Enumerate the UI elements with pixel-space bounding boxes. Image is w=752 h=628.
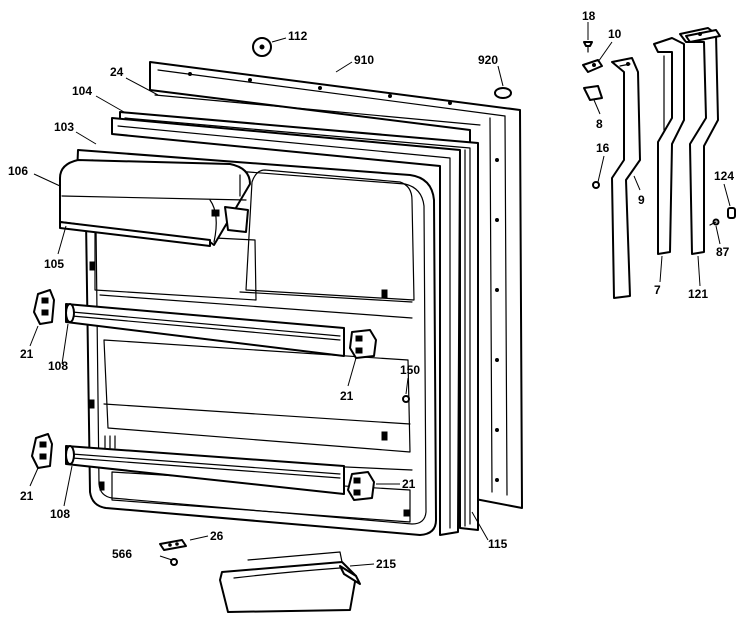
hinge-7 xyxy=(653,37,685,255)
shelf-bar-108-lower xyxy=(65,445,345,495)
label-910: 910 xyxy=(354,53,374,67)
bracket-21-lower-right xyxy=(347,471,375,501)
label-112: 112 xyxy=(288,29,308,43)
dairy-door-106 xyxy=(59,159,251,247)
label-9: 9 xyxy=(638,193,645,207)
shelf-bar-108-upper xyxy=(65,303,345,357)
bracket-21-upper-right xyxy=(349,329,377,359)
label-121: 121 xyxy=(688,287,708,301)
label-87: 87 xyxy=(716,245,730,259)
label-105: 105 xyxy=(44,257,64,271)
block-8 xyxy=(583,85,603,101)
part-labels: 112 910 920 24 104 103 106 105 21 108 21… xyxy=(8,9,734,571)
hinge-121 xyxy=(679,27,721,255)
label-115: 115 xyxy=(488,537,508,551)
bin-215 xyxy=(219,551,361,613)
label-108-upper: 108 xyxy=(48,359,68,373)
label-16: 16 xyxy=(596,141,610,155)
label-108-lower: 108 xyxy=(50,507,70,521)
label-150: 150 xyxy=(400,363,420,377)
label-21-upper-right: 21 xyxy=(340,389,354,403)
label-7: 7 xyxy=(654,283,661,297)
screw-18 xyxy=(583,41,593,53)
label-103: 103 xyxy=(54,120,74,134)
bracket-21-lower-left xyxy=(31,433,53,469)
label-21-lower-left: 21 xyxy=(20,489,34,503)
label-10: 10 xyxy=(608,27,622,41)
label-8: 8 xyxy=(596,117,603,131)
screw-566 xyxy=(170,558,178,566)
button-112 xyxy=(252,37,272,57)
label-215: 215 xyxy=(376,557,396,571)
label-124: 124 xyxy=(714,169,734,183)
bushing-10 xyxy=(582,59,603,73)
bracket-21-upper-left xyxy=(33,289,55,325)
label-566: 566 xyxy=(112,547,132,561)
label-18: 18 xyxy=(582,9,596,23)
screw-87 xyxy=(709,218,720,226)
plug-920 xyxy=(494,87,512,99)
label-21-upper-left: 21 xyxy=(20,347,34,361)
clip-26 xyxy=(159,539,187,551)
label-24: 24 xyxy=(110,65,124,79)
label-21-lower-right: 21 xyxy=(402,477,416,491)
screw-150 xyxy=(402,395,410,403)
breaker-strip-104 xyxy=(111,94,481,536)
label-104: 104 xyxy=(72,84,92,98)
screw-16 xyxy=(592,181,600,189)
leader-lines xyxy=(29,22,731,567)
label-106: 106 xyxy=(8,164,28,178)
label-26: 26 xyxy=(210,529,224,543)
cap-124 xyxy=(727,207,736,219)
hinge-9 xyxy=(611,57,641,299)
label-920: 920 xyxy=(478,53,498,67)
